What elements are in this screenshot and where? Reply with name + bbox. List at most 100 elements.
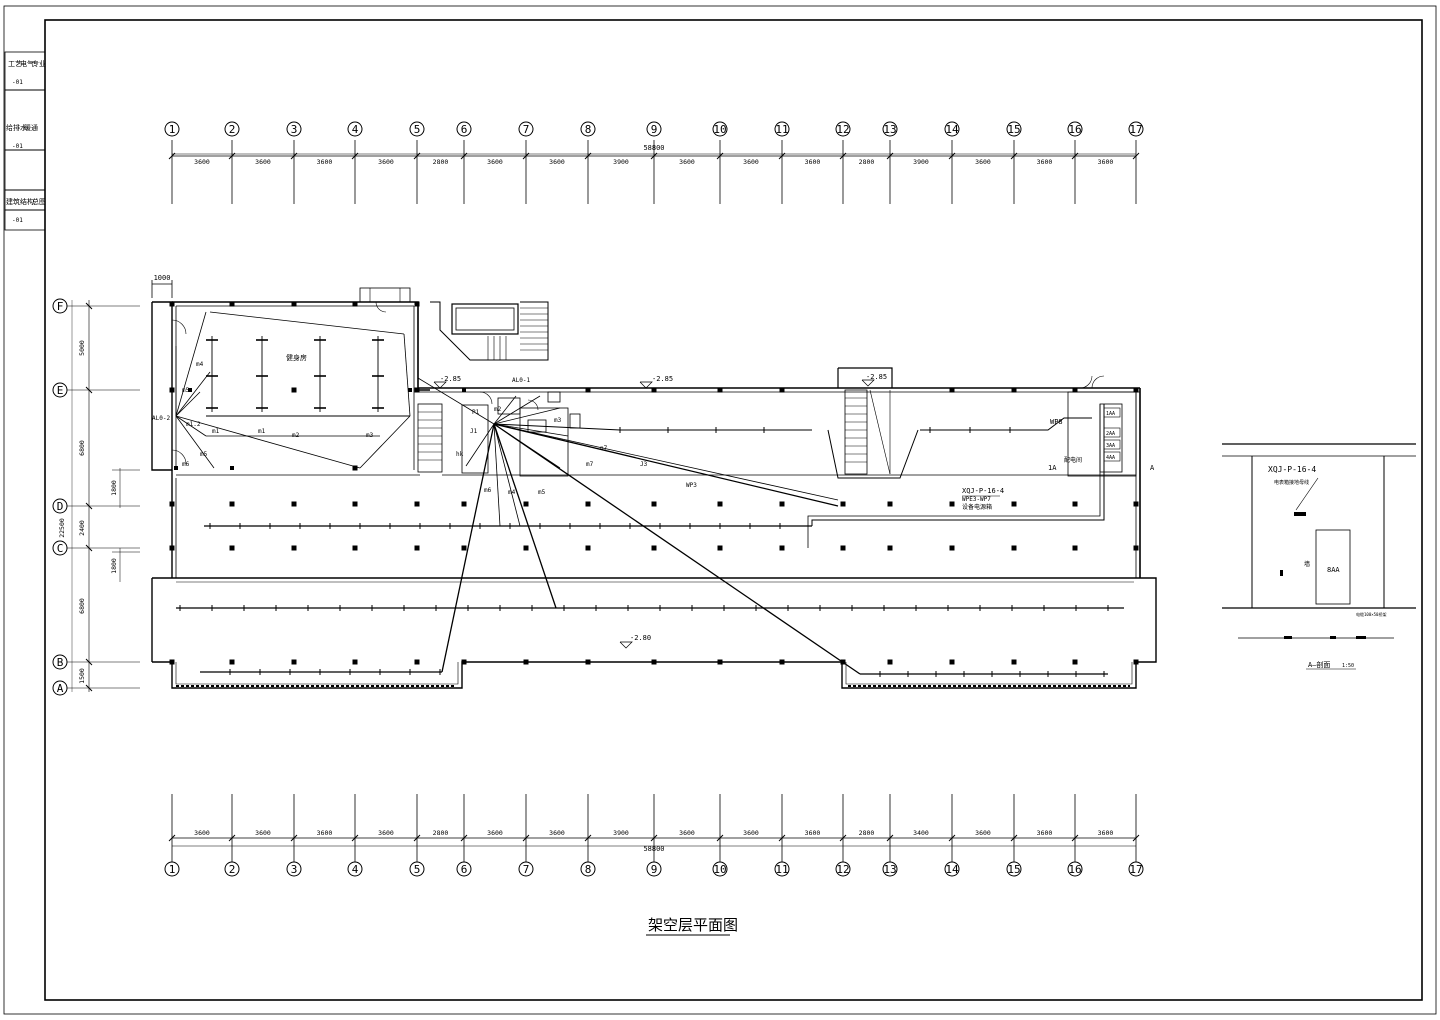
label-m7: m7 bbox=[586, 461, 594, 468]
top-dimension-2: 3600 bbox=[255, 158, 271, 166]
bottom-dimension-9: 3600 bbox=[679, 829, 695, 837]
top-dimension-7: 3600 bbox=[549, 158, 565, 166]
bottom-grid-bubble-2: 2 bbox=[224, 861, 240, 877]
svg-text:2: 2 bbox=[229, 123, 236, 136]
gym-lighting-circuit bbox=[175, 311, 411, 469]
stamp-text-2: 电气 bbox=[20, 59, 34, 68]
bottom-grid-bubble-15: 15 bbox=[1006, 861, 1022, 877]
offset-dimension: 1000 bbox=[151, 274, 173, 298]
top-dimension-5: 2800 bbox=[433, 158, 449, 166]
svg-text:-2.80: -2.80 bbox=[630, 634, 651, 642]
svg-text:6: 6 bbox=[461, 863, 468, 876]
east-stair-treads bbox=[845, 397, 867, 463]
bottom-grid-bubble-17: 17 bbox=[1128, 861, 1144, 877]
structural-columns bbox=[169, 301, 1139, 665]
top-dimension-16: 3600 bbox=[1098, 158, 1114, 166]
label-m5: m5 bbox=[538, 489, 546, 496]
bottom-grid-bubble-11: 11 bbox=[774, 861, 790, 877]
stamp-text-8: 建筑 bbox=[6, 197, 20, 206]
bottom-overall-dimension: 58800 bbox=[643, 845, 664, 853]
top-dimension-10: 3600 bbox=[743, 158, 759, 166]
top-grid-bubble-12: 12 bbox=[835, 121, 851, 137]
left-dimension-1: 5000 bbox=[78, 340, 86, 356]
top-grid-bubble-8: 8 bbox=[580, 121, 596, 137]
distribution-note: XQJ-P-16-4 WPE3-WP7 设备电源箱 bbox=[962, 487, 1004, 511]
svg-text:9: 9 bbox=[651, 863, 658, 876]
top-grid-bubble-5: 5 bbox=[409, 121, 425, 137]
label-section-a: A bbox=[1150, 464, 1155, 472]
stamp-text-6: 暖通 bbox=[24, 123, 38, 132]
bottom-dimension-12: 2800 bbox=[859, 829, 875, 837]
stamp-text-3: 专业 bbox=[32, 59, 46, 68]
top-grid-bubble-1: 1 bbox=[164, 121, 180, 137]
svg-text:E: E bbox=[57, 384, 64, 397]
top-grid-bubble-16: 16 bbox=[1067, 121, 1083, 137]
label-wp3: WP3 bbox=[686, 482, 697, 489]
left-dimension-8: 1500 bbox=[78, 668, 86, 684]
svg-text:D: D bbox=[57, 500, 64, 513]
top-grid-bubble-7: 7 bbox=[518, 121, 534, 137]
row-grid-bubble-A: A bbox=[52, 680, 68, 696]
top-grid-bubble-15: 15 bbox=[1006, 121, 1022, 137]
top-grid-bubble-9: 9 bbox=[646, 121, 662, 137]
top-grid-bubble-11: 11 bbox=[774, 121, 790, 137]
building-walls bbox=[151, 287, 1157, 689]
stamp-text-4: -01 bbox=[12, 79, 23, 86]
row-grid-bubble-B: B bbox=[52, 654, 68, 670]
label-p1: P1 bbox=[472, 409, 480, 416]
circuit-m1b-label: m1 bbox=[258, 428, 266, 435]
circuit-m3-label: m3 bbox=[366, 432, 374, 439]
circuit-m12-label: m1.2 bbox=[186, 421, 201, 428]
svg-text:16: 16 bbox=[1068, 863, 1081, 876]
svg-text:16: 16 bbox=[1068, 123, 1081, 136]
bottom-grid-bubble-6: 6 bbox=[456, 861, 472, 877]
top-dimension-8: 3900 bbox=[613, 158, 629, 166]
bottom-grid-bubble-4: 4 bbox=[347, 861, 363, 877]
bottom-dimension-11: 3600 bbox=[805, 829, 821, 837]
bottom-grid-bubble-3: 3 bbox=[286, 861, 302, 877]
east-panel-stack: 1AA 2AA 3AA 4AA bbox=[1103, 407, 1121, 462]
bottom-grid-bubble-14: 14 bbox=[944, 861, 960, 877]
circuit-m4-label: m4 bbox=[196, 361, 204, 368]
top-dimension-14: 3600 bbox=[975, 158, 991, 166]
svg-text:5: 5 bbox=[414, 863, 421, 876]
sheet-inner-border bbox=[44, 19, 1423, 1001]
top-grid-bubble-10: 10 bbox=[712, 121, 728, 137]
svg-text:8: 8 bbox=[585, 123, 592, 136]
section-floor-note: 电缆100×50桥架 bbox=[1356, 611, 1386, 617]
svg-text:WPE3-WP7: WPE3-WP7 bbox=[962, 496, 991, 503]
section-tag-note: 电表箱接地母线 bbox=[1274, 479, 1309, 486]
left-dimension-2: 6800 bbox=[78, 440, 86, 456]
bottom-dimension-1: 3600 bbox=[194, 829, 210, 837]
bottom-grid-bubble-1: 1 bbox=[164, 861, 180, 877]
corridor-circuits bbox=[176, 377, 1124, 675]
bottom-grid-bubble-8: 8 bbox=[580, 861, 596, 877]
top-dimension-13: 3900 bbox=[913, 158, 929, 166]
left-dimension-5: 22500 bbox=[58, 518, 66, 538]
label-m4: m4 bbox=[508, 489, 516, 496]
row-grid-bubble-E: E bbox=[52, 382, 68, 398]
svg-text:15: 15 bbox=[1007, 123, 1020, 136]
gym-light-fixtures bbox=[188, 336, 412, 412]
circuit-m5b-label: m5 bbox=[200, 451, 208, 458]
stamp-text-11: -01 bbox=[12, 217, 23, 224]
level-marker-4: -2.80 bbox=[619, 634, 651, 649]
svg-text:设备电源箱: 设备电源箱 bbox=[962, 503, 992, 511]
svg-text:1: 1 bbox=[169, 123, 176, 136]
room-label-east: 配电间 bbox=[1064, 456, 1082, 464]
svg-text:6: 6 bbox=[461, 123, 468, 136]
stamp-text-10: 总图 bbox=[32, 197, 46, 206]
svg-text:12: 12 bbox=[836, 863, 849, 876]
svg-text:15: 15 bbox=[1007, 863, 1020, 876]
svg-text:B: B bbox=[57, 656, 64, 669]
svg-text:3: 3 bbox=[291, 123, 298, 136]
bottom-dimension-8: 3900 bbox=[613, 829, 629, 837]
svg-text:13: 13 bbox=[883, 123, 896, 136]
stamp-text-1: 工艺 bbox=[8, 60, 22, 68]
row-grid-bubble-C: C bbox=[52, 540, 68, 556]
svg-text:3: 3 bbox=[291, 863, 298, 876]
svg-text:3AA: 3AA bbox=[1106, 443, 1115, 449]
bottom-dimension-10: 3600 bbox=[743, 829, 759, 837]
